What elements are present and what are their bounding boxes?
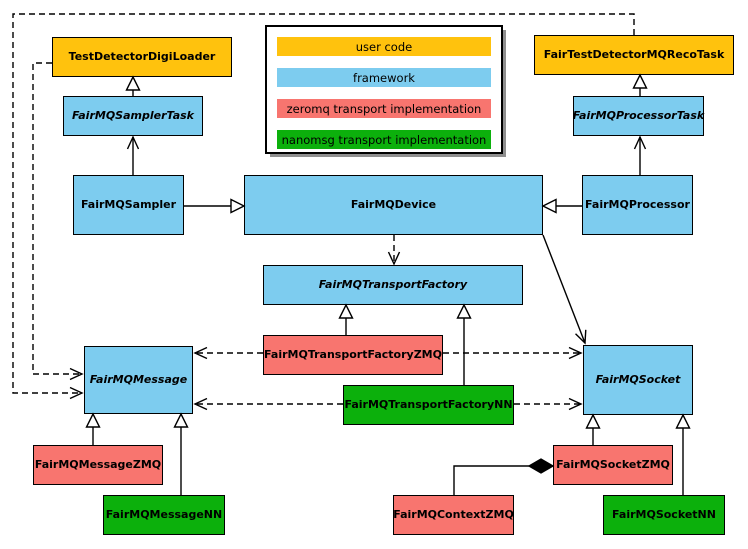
arrowhead-triangle-fairmq-sampler-task--test-detector-digi-loader	[125, 75, 141, 91]
arrowhead-diamond-fairmq-context-zmq--fairmq-socket-zmq	[527, 458, 555, 474]
arrowhead-open-fairmq-processor--fairmq-processor-task	[633, 135, 647, 150]
node-fairmq-context-zmq: FairMQContextZMQ	[393, 495, 514, 535]
legend-label: framework	[353, 70, 415, 85]
arrowhead-triangle-fairmq-message-nn--fairmq-message	[173, 412, 189, 428]
legend-label: zeromq transport implementation	[286, 101, 482, 116]
arrowhead-open-test-detector-digi-loader--fairmq-message	[69, 367, 84, 381]
arrowhead-open-fairmq-transport-factory-nn--fairmq-message	[193, 397, 208, 411]
node-fairmq-processor-task: FairMQProcessorTask	[573, 96, 704, 136]
arrowhead-triangle-fairmq-processor--fairmq-device	[541, 198, 557, 214]
legend-item-zeromq: zeromq transport implementation	[277, 99, 491, 118]
node-fairmq-socket: FairMQSocket	[583, 345, 693, 415]
arrowhead-triangle-fairmq-socket-nn--fairmq-socket	[675, 413, 691, 429]
edge-fairmq-device--fairmq-socket	[542, 234, 586, 344]
node-fairmq-device: FairMQDevice	[244, 175, 543, 235]
node-fairmq-transport-factory-zmq: FairMQTransportFactoryZMQ	[263, 335, 443, 375]
arrowhead-triangle-fairmq-processor-task--fair-test-detector-mq-reco-task	[632, 73, 648, 89]
arrowhead-triangle-fairmq-sampler--fairmq-device	[230, 198, 246, 214]
node-fairmq-transport-factory: FairMQTransportFactory	[263, 265, 523, 305]
arrowhead-open-fairmq-transport-factory-zmq--fairmq-message	[193, 346, 208, 360]
node-fairmq-transport-factory-nn: FairMQTransportFactoryNN	[343, 385, 514, 425]
node-fairmq-sampler-task: FairMQSamplerTask	[63, 96, 203, 136]
node-test-detector-digi-loader: TestDetectorDigiLoader	[52, 37, 232, 77]
arrowhead-triangle-fairmq-socket-zmq--fairmq-socket	[585, 413, 601, 429]
arrowhead-triangle-fairmq-transport-factory-nn--fairmq-transport-factory	[456, 303, 472, 319]
edge-fairmq-context-zmq--fairmq-socket-zmq	[453, 465, 529, 495]
node-fair-test-detector-mq-reco-task: FairTestDetectorMQRecoTask	[534, 35, 734, 75]
legend-item-user-code: user code	[277, 37, 491, 56]
arrowhead-triangle-fairmq-transport-factory-zmq--fairmq-transport-factory	[338, 303, 354, 319]
legend-item-framework: framework	[277, 68, 491, 87]
arrowhead-triangle-fairmq-message-zmq--fairmq-message	[85, 412, 101, 428]
legend-label: nanomsg transport implementation	[281, 132, 487, 147]
node-fairmq-processor: FairMQProcessor	[582, 175, 693, 235]
arrowhead-open-fair-test-detector-mq-reco-task--fairmq-message	[69, 386, 84, 400]
node-fairmq-message: FairMQMessage	[84, 346, 193, 414]
legend-item-nanomsg: nanomsg transport implementation	[277, 130, 491, 149]
node-fairmq-socket-zmq: FairMQSocketZMQ	[553, 445, 673, 485]
arrowhead-open-fairmq-sampler--fairmq-sampler-task	[126, 135, 140, 150]
arrowhead-open-fairmq-transport-factory-zmq--fairmq-socket	[568, 346, 583, 360]
legend: user code framework zeromq transport imple…	[265, 25, 503, 154]
arrowhead-open-fairmq-device--fairmq-socket	[575, 329, 587, 345]
legend-label: user code	[355, 39, 413, 54]
arrowhead-open-fairmq-transport-factory-nn--fairmq-socket	[568, 397, 583, 411]
node-fairmq-message-nn: FairMQMessageNN	[103, 495, 225, 535]
arrowhead-open-fairmq-device--fairmq-transport-factory	[387, 251, 401, 266]
node-fairmq-message-zmq: FairMQMessageZMQ	[33, 445, 163, 485]
node-fairmq-socket-nn: FairMQSocketNN	[603, 495, 725, 535]
node-fairmq-sampler: FairMQSampler	[73, 175, 184, 235]
